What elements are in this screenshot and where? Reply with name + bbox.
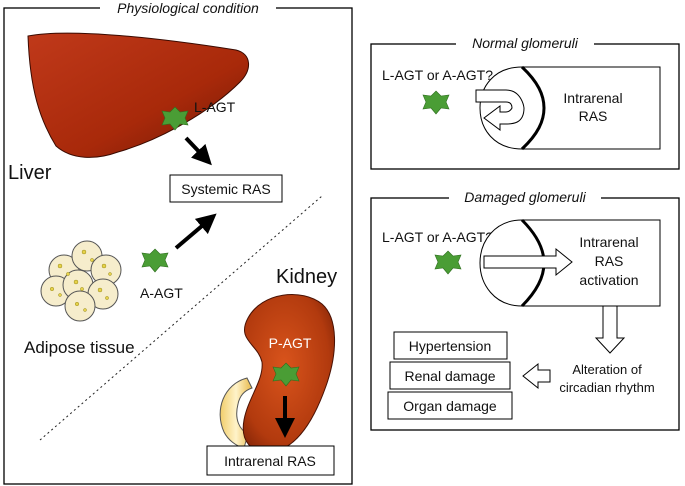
physiological-panel: Physiological condition Liver L-AGT Syst… bbox=[3, 0, 353, 485]
renal-damage-box bbox=[389, 361, 511, 390]
adipose-cluster-icon bbox=[40, 240, 122, 322]
title-backdrop bbox=[100, 0, 276, 18]
intrarenal-ras-box bbox=[206, 445, 335, 476]
damaged-box-line2: RAS bbox=[595, 253, 624, 269]
hypertension-box bbox=[393, 331, 508, 360]
alteration-line2: circadian rhythm bbox=[559, 380, 654, 395]
normal-u-turn-arrow bbox=[475, 89, 525, 131]
normal-question: L-AGT or A-AGT? bbox=[382, 67, 493, 83]
normal-star-icon bbox=[422, 90, 450, 115]
p-agt-label: P-AGT bbox=[269, 335, 312, 351]
adipose-to-systemic-arrow bbox=[174, 213, 217, 250]
damaged-title-backdrop bbox=[449, 188, 601, 206]
liver-organ bbox=[27, 32, 249, 158]
damaged-right-arrow bbox=[483, 247, 573, 277]
down-arrow-to-alteration bbox=[594, 305, 626, 354]
liver-to-systemic-arrow bbox=[184, 136, 212, 166]
damaged-glomeruli-panel: Damaged glomeruli L-AGT or A-AGT? Intrar… bbox=[370, 188, 680, 431]
a-agt-label: A-AGT bbox=[140, 285, 183, 301]
systemic-ras-label: Systemic RAS bbox=[181, 181, 270, 197]
intrarenal-ras-label: Intrarenal RAS bbox=[224, 453, 316, 469]
alteration-line1: Alteration of bbox=[572, 362, 642, 377]
normal-title-backdrop bbox=[456, 34, 594, 52]
panel-title: Physiological condition bbox=[117, 0, 259, 16]
normal-box-line1: Intrarenal bbox=[563, 90, 622, 106]
damaged-box-line3: activation bbox=[579, 272, 638, 288]
organ-damage-box bbox=[387, 391, 513, 420]
damaged-panel-title: Damaged glomeruli bbox=[464, 189, 586, 205]
a-agt-star-icon bbox=[141, 248, 169, 273]
kidney-label: Kidney bbox=[276, 266, 337, 288]
normal-panel-title: Normal glomeruli bbox=[472, 35, 579, 51]
damaged-box-line1: Intrarenal bbox=[579, 234, 638, 250]
damaged-question: L-AGT or A-AGT? bbox=[382, 229, 493, 245]
l-agt-star-icon bbox=[161, 106, 189, 131]
dotted-divider bbox=[39, 195, 323, 441]
p-agt-star-icon bbox=[272, 362, 300, 387]
normal-glomerulus-cup bbox=[520, 65, 546, 151]
normal-glomerulus-shape bbox=[479, 66, 661, 150]
normal-box-line2: RAS bbox=[579, 108, 608, 124]
systemic-ras-box bbox=[169, 174, 283, 203]
normal-glomeruli-panel: Normal glomeruli L-AGT or A-AGT? Intrare… bbox=[370, 34, 680, 170]
damaged-star-icon bbox=[434, 250, 462, 275]
hypertension-label: Hypertension bbox=[409, 338, 492, 354]
adipose-label: Adipose tissue bbox=[24, 338, 135, 357]
left-arrow-to-outcomes bbox=[522, 362, 551, 390]
liver-label: Liver bbox=[8, 162, 52, 184]
fat-droplets bbox=[49, 249, 112, 312]
l-agt-label: L-AGT bbox=[194, 99, 236, 115]
organ-damage-label: Organ damage bbox=[403, 398, 497, 414]
renal-damage-label: Renal damage bbox=[404, 368, 495, 384]
